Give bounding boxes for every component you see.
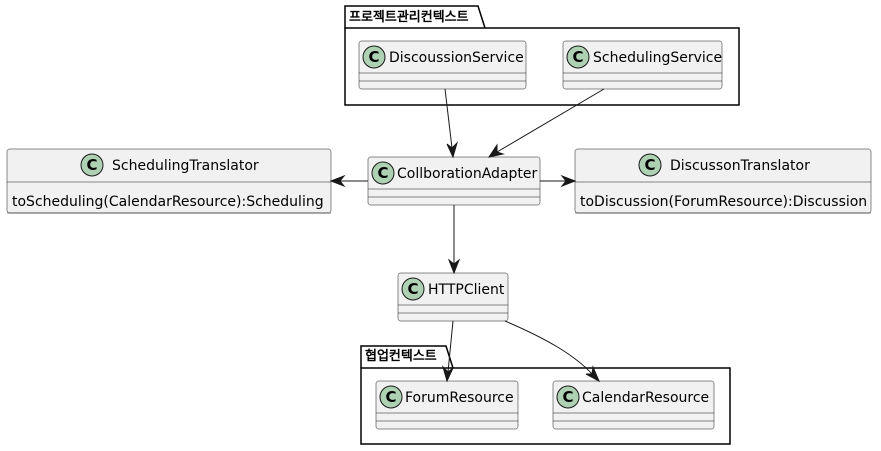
class-stereotype-letter: C	[377, 164, 388, 182]
class-name: SchedulingService	[593, 50, 722, 66]
package-frame	[344, 27, 740, 106]
class-name: DiscussonTranslator	[670, 158, 810, 174]
class-stereotype-icon	[556, 385, 580, 409]
class-box	[358, 40, 527, 90]
class-name: DiscoussionService	[389, 50, 524, 66]
package-tab	[344, 5, 486, 29]
class-http-client[interactable]: C HTTPClient	[397, 272, 509, 322]
package-project-management: 프로젝트관리컨텍스트	[344, 5, 740, 106]
class-stereotype-letter: C	[368, 48, 379, 66]
class-discoussion-service[interactable]: C DiscoussionService	[358, 40, 527, 90]
arrowhead	[487, 143, 505, 158]
class-stereotype-icon	[379, 385, 403, 409]
edge-line	[496, 88, 605, 153]
class-stereotype-letter: C	[562, 388, 573, 406]
arrowhead	[441, 365, 454, 383]
class-calendar-resource[interactable]: C CalendarResource	[552, 380, 715, 430]
class-method: toScheduling(CalendarResource):Schedulin…	[12, 194, 324, 210]
edge-discoussion-to-adapter	[444, 88, 459, 159]
class-discusson-translator[interactable]: C DiscussonTranslator toDiscussion(Forum…	[574, 148, 872, 214]
class-scheduling-service[interactable]: C SchedulingService	[562, 40, 723, 90]
edge-adapter-to-discusson-translator	[540, 174, 577, 188]
package-label: 협업컨텍스트	[365, 348, 437, 364]
class-method: toDiscussion(ForumResource):Discussion	[580, 194, 867, 210]
class-box	[552, 380, 715, 430]
package-collaboration: 협업컨텍스트	[360, 345, 731, 445]
class-name: SchedulingTranslator	[112, 158, 259, 174]
class-name: HTTPClient	[428, 282, 505, 298]
class-scheduling-translator[interactable]: C SchedulingTranslator toScheduling(Cale…	[6, 148, 332, 214]
edge-line	[504, 320, 594, 376]
class-stereotype-letter: C	[407, 280, 418, 298]
class-stereotype-icon	[371, 161, 395, 185]
arrowhead	[585, 365, 601, 383]
arrowhead	[446, 141, 459, 159]
class-stereotype-icon	[401, 277, 425, 301]
class-collboration-adapter[interactable]: C CollborationAdapter	[367, 156, 541, 206]
edge-http-client-to-forum-resource	[441, 320, 454, 383]
package-frame	[360, 367, 731, 445]
class-forum-resource[interactable]: C ForumResource	[375, 380, 519, 430]
arrowhead	[560, 174, 577, 188]
class-stereotype-icon	[80, 153, 104, 177]
class-stereotype-letter: C	[572, 48, 583, 66]
class-stereotype-icon	[362, 45, 386, 69]
class-name: CalendarResource	[582, 390, 709, 406]
class-stereotype-letter: C	[644, 156, 655, 174]
edge-line	[444, 88, 453, 149]
class-name: ForumResource	[405, 390, 514, 406]
edge-adapter-to-scheduling-translator	[329, 174, 368, 188]
edge-scheduling-to-adapter	[487, 88, 605, 158]
class-stereotype-icon	[638, 153, 662, 177]
edge-line	[447, 320, 454, 373]
class-box	[562, 40, 723, 90]
arrowhead	[447, 258, 461, 275]
edge-http-client-to-calendar-resource	[504, 320, 601, 383]
class-name: CollborationAdapter	[397, 166, 538, 182]
edge-adapter-to-http-client	[447, 205, 461, 275]
package-label: 프로젝트관리컨텍스트	[349, 9, 469, 25]
class-stereotype-letter: C	[86, 156, 97, 174]
class-stereotype-icon	[566, 45, 590, 69]
class-stereotype-letter: C	[385, 388, 396, 406]
arrowhead	[329, 174, 346, 188]
